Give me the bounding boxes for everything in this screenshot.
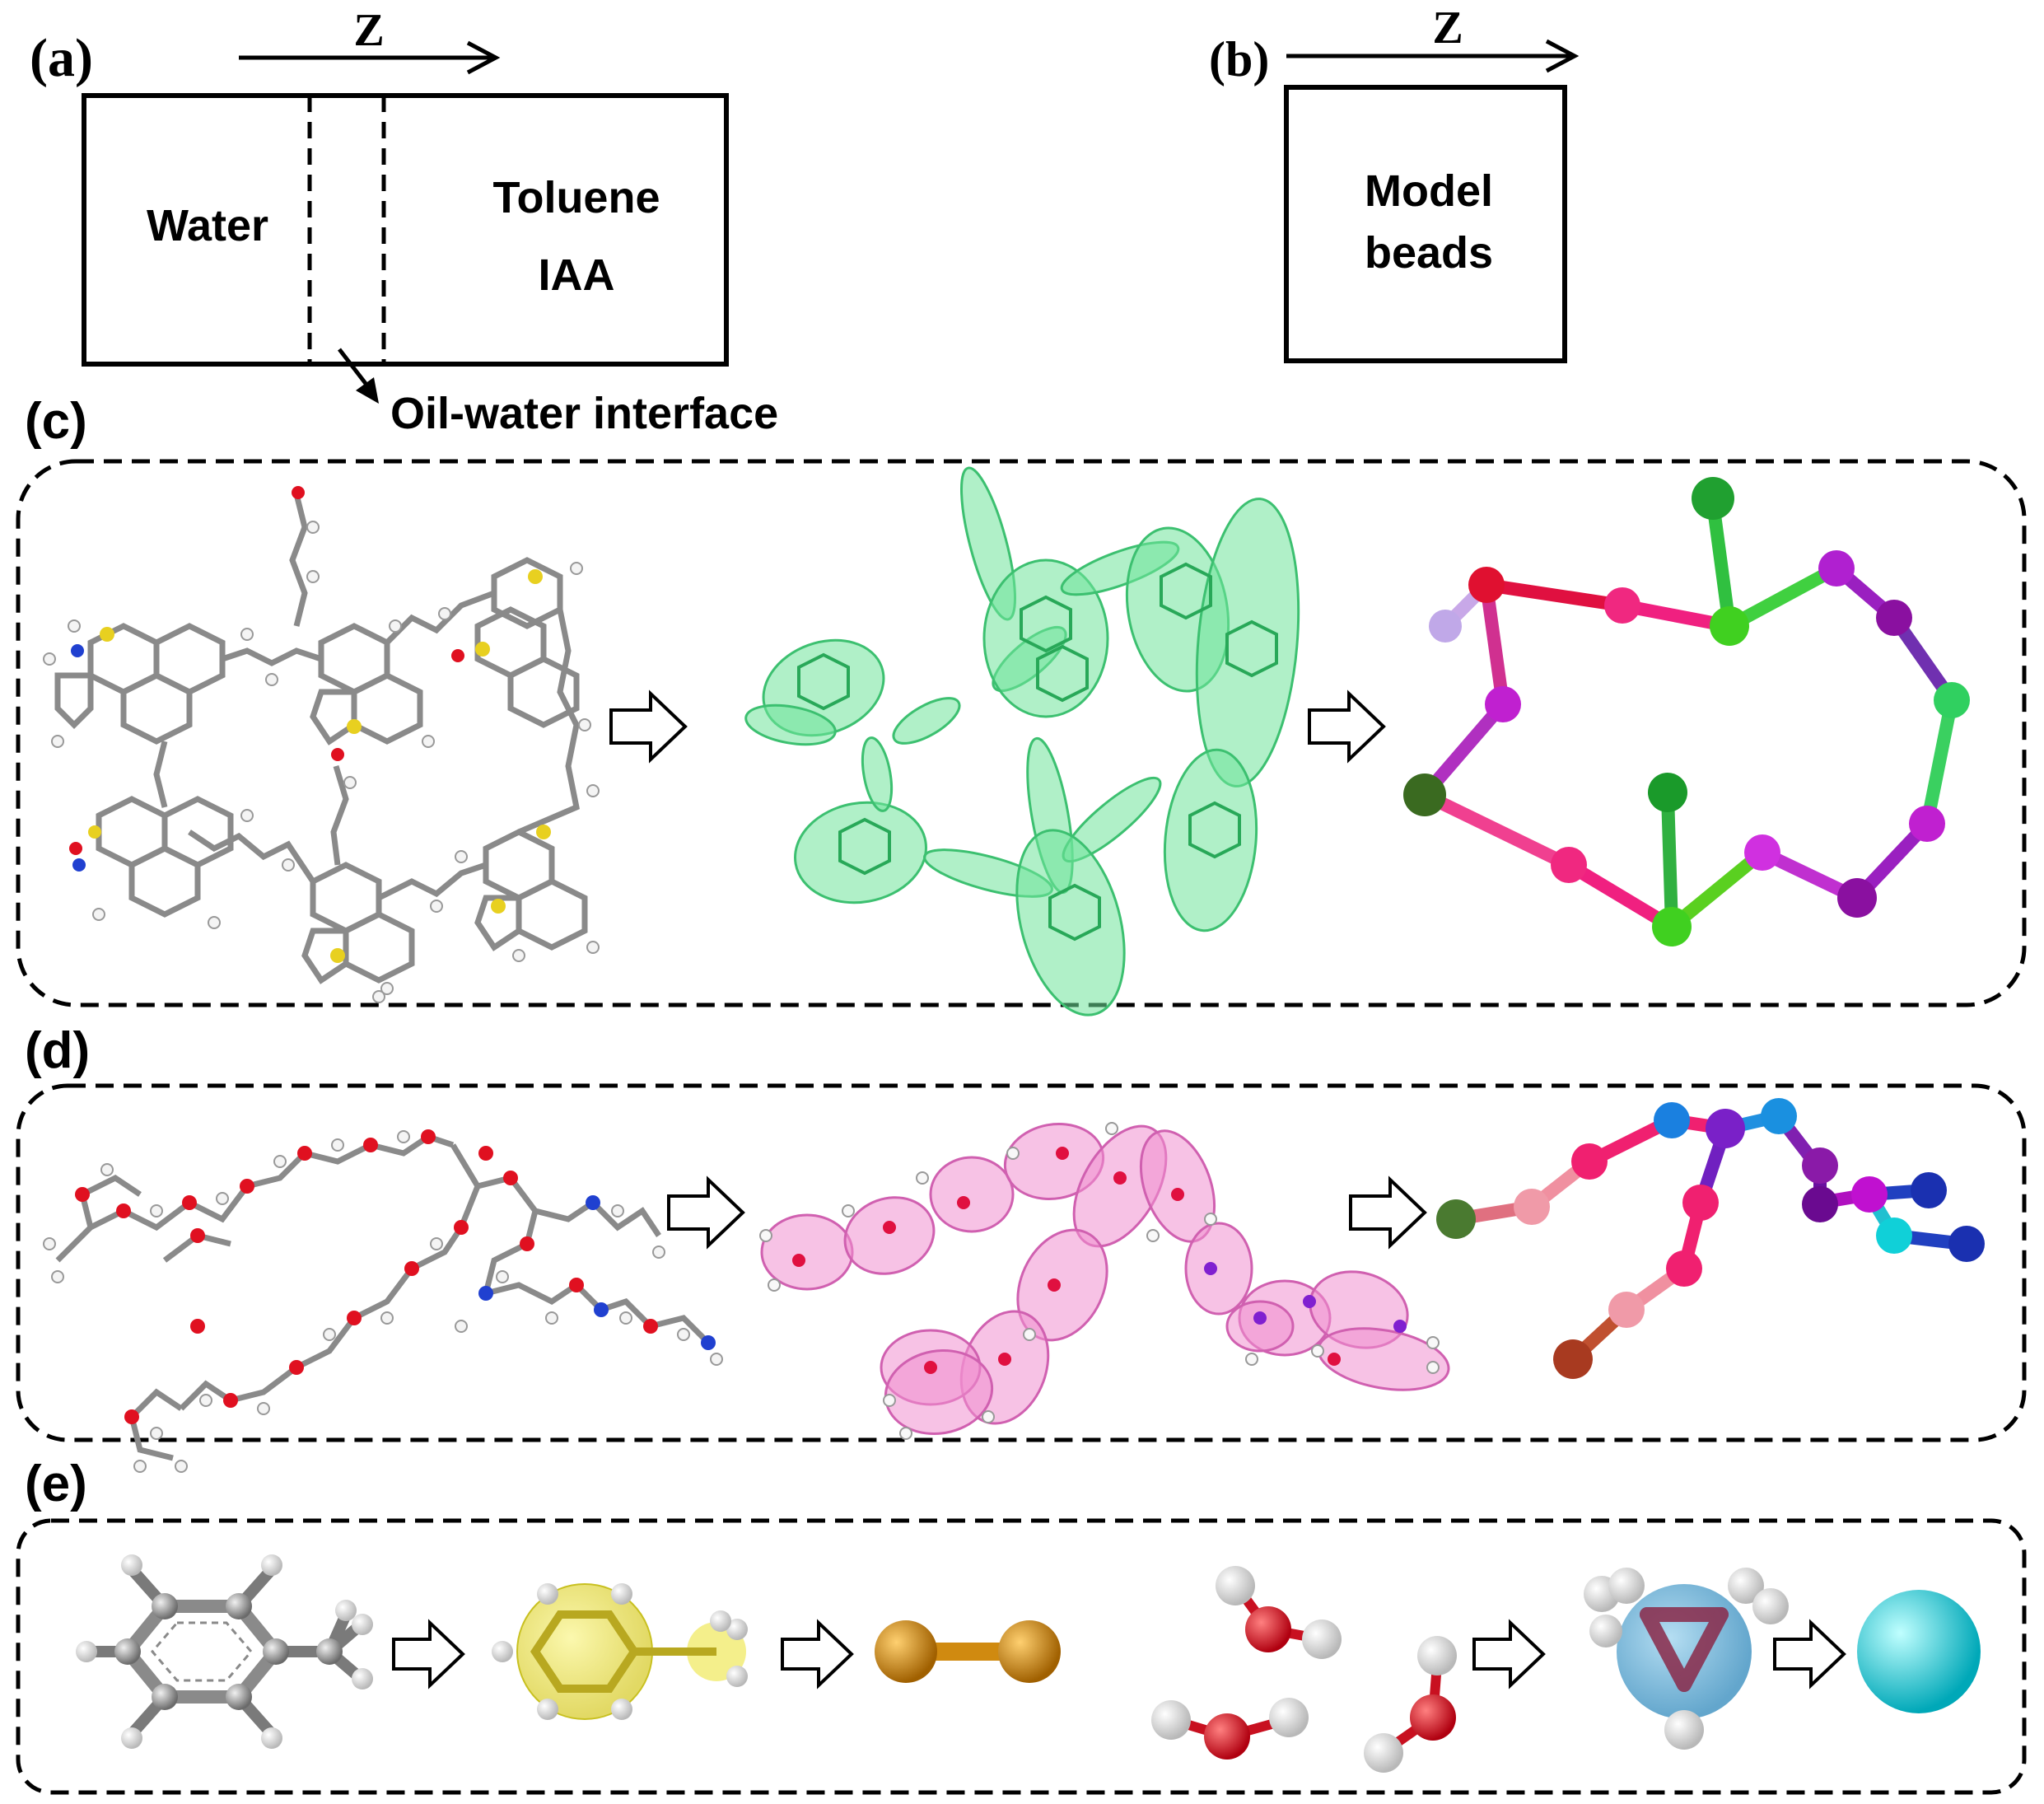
bead: [875, 1620, 937, 1683]
demulsifier-beads: [1436, 1098, 1985, 1379]
demulsifier-oxygens: [75, 1129, 658, 1424]
simulation-box-a: [82, 93, 729, 367]
bead: [1608, 1292, 1645, 1328]
toluene-cg-sphere: [492, 1583, 748, 1720]
bead: [1837, 878, 1877, 918]
beads-label: beads: [1365, 228, 1493, 278]
mapping-arrow-e4: [1773, 1619, 1846, 1689]
bead: [1514, 1189, 1550, 1225]
bead: [1652, 907, 1692, 946]
bead: [998, 1620, 1061, 1683]
bead: [1851, 1176, 1888, 1213]
demulsifier-nitrogens: [478, 1195, 716, 1350]
water-cg-sphere: [1584, 1568, 1789, 1750]
model-label: Model: [1365, 166, 1493, 216]
panel-c: (c): [16, 393, 2027, 1017]
z-axis-label-a: Z: [353, 5, 384, 56]
asphaltene-hydrogens: [43, 521, 600, 1003]
bead: [1911, 1172, 1947, 1208]
bead: [1909, 806, 1945, 842]
bead: [1604, 587, 1640, 624]
panel-c-frame: [16, 459, 2027, 1007]
asphaltene-heteroatoms: [69, 486, 551, 963]
bead: [1553, 1339, 1593, 1379]
bead: [1551, 847, 1587, 883]
water-region-label: Water: [147, 201, 268, 250]
asphaltene-beads: [1403, 477, 1970, 946]
demulsifier-cg-ellipsoids: [760, 1122, 1450, 1436]
bead: [1654, 1102, 1690, 1138]
panel-a: (a) Z Water Toluene IAA Oil-water interf…: [30, 5, 778, 438]
bead: [1682, 1185, 1719, 1221]
bead: [1761, 1098, 1797, 1134]
mapping-arrow-d2: [1349, 1175, 1427, 1250]
bead: [1485, 686, 1521, 722]
water-bead: [1857, 1590, 1981, 1713]
demulsifier-cg-atoms: [792, 1147, 1341, 1374]
bead: [1802, 1186, 1838, 1222]
panel-d-label: (d): [25, 1022, 90, 1079]
mapping-arrow-c1: [609, 689, 688, 764]
panel-d-frame: [16, 1083, 2027, 1442]
bead: [1468, 567, 1505, 603]
panel-e-frame: [16, 1518, 2027, 1795]
demulsifier-cg-nitrogens: [1204, 1262, 1407, 1333]
iaa-region-label: IAA: [539, 250, 615, 300]
mapping-arrow-e2: [781, 1619, 854, 1689]
bead: [1744, 834, 1780, 871]
simulation-box-b: [1284, 85, 1567, 363]
bead: [1934, 682, 1970, 718]
mapping-arrow-c2: [1308, 689, 1386, 764]
bead: [1571, 1143, 1608, 1180]
asphaltene-atomistic-model: [54, 493, 588, 984]
interface-label: Oil-water interface: [390, 389, 778, 438]
bead: [1666, 1250, 1702, 1287]
panel-a-label: (a): [30, 28, 93, 88]
panel-e: (e): [16, 1456, 2027, 1795]
z-axis-label-b: Z: [1432, 2, 1463, 54]
toluene-region-label: Toluene: [492, 173, 660, 222]
z-axis-arrowhead-b: [1545, 39, 1580, 73]
bead: [1710, 606, 1749, 646]
demulsifier-hydrogens: [43, 1130, 723, 1473]
toluene-bead-model: [875, 1620, 1061, 1683]
panel-b: (b) Z Model beads: [1209, 2, 1580, 363]
bead: [1948, 1226, 1985, 1262]
asphaltene-cg-inner-rings: [797, 562, 1278, 942]
panel-e-label: (e): [25, 1456, 87, 1512]
demulsifier-cg-hydrogens: [759, 1122, 1440, 1440]
bead: [1429, 610, 1462, 643]
mapping-arrow-d1: [667, 1175, 745, 1250]
toluene-atomistic-model: [76, 1554, 373, 1749]
z-axis-arrowhead-a: [466, 40, 501, 75]
panel-b-label: (b): [1209, 32, 1269, 86]
bead: [1802, 1147, 1838, 1184]
bead: [1818, 550, 1855, 587]
panel-d: (d): [16, 1022, 2027, 1473]
bead: [1648, 773, 1687, 812]
interface-pointer-head: [356, 377, 379, 404]
mapping-arrow-e3: [1472, 1619, 1546, 1689]
bead: [1692, 477, 1734, 520]
demulsifier-atomistic-model: [55, 1133, 711, 1461]
bead: [1876, 600, 1912, 636]
bead: [1876, 1217, 1912, 1254]
asphaltene-cg-ellipsoids: [744, 466, 1300, 1017]
water-atomistic-model: [1151, 1566, 1457, 1773]
bead: [1706, 1109, 1745, 1148]
bead: [1403, 773, 1446, 816]
bead: [1436, 1199, 1476, 1239]
mapping-arrow-e1: [392, 1619, 465, 1689]
panel-c-label: (c): [25, 393, 87, 450]
